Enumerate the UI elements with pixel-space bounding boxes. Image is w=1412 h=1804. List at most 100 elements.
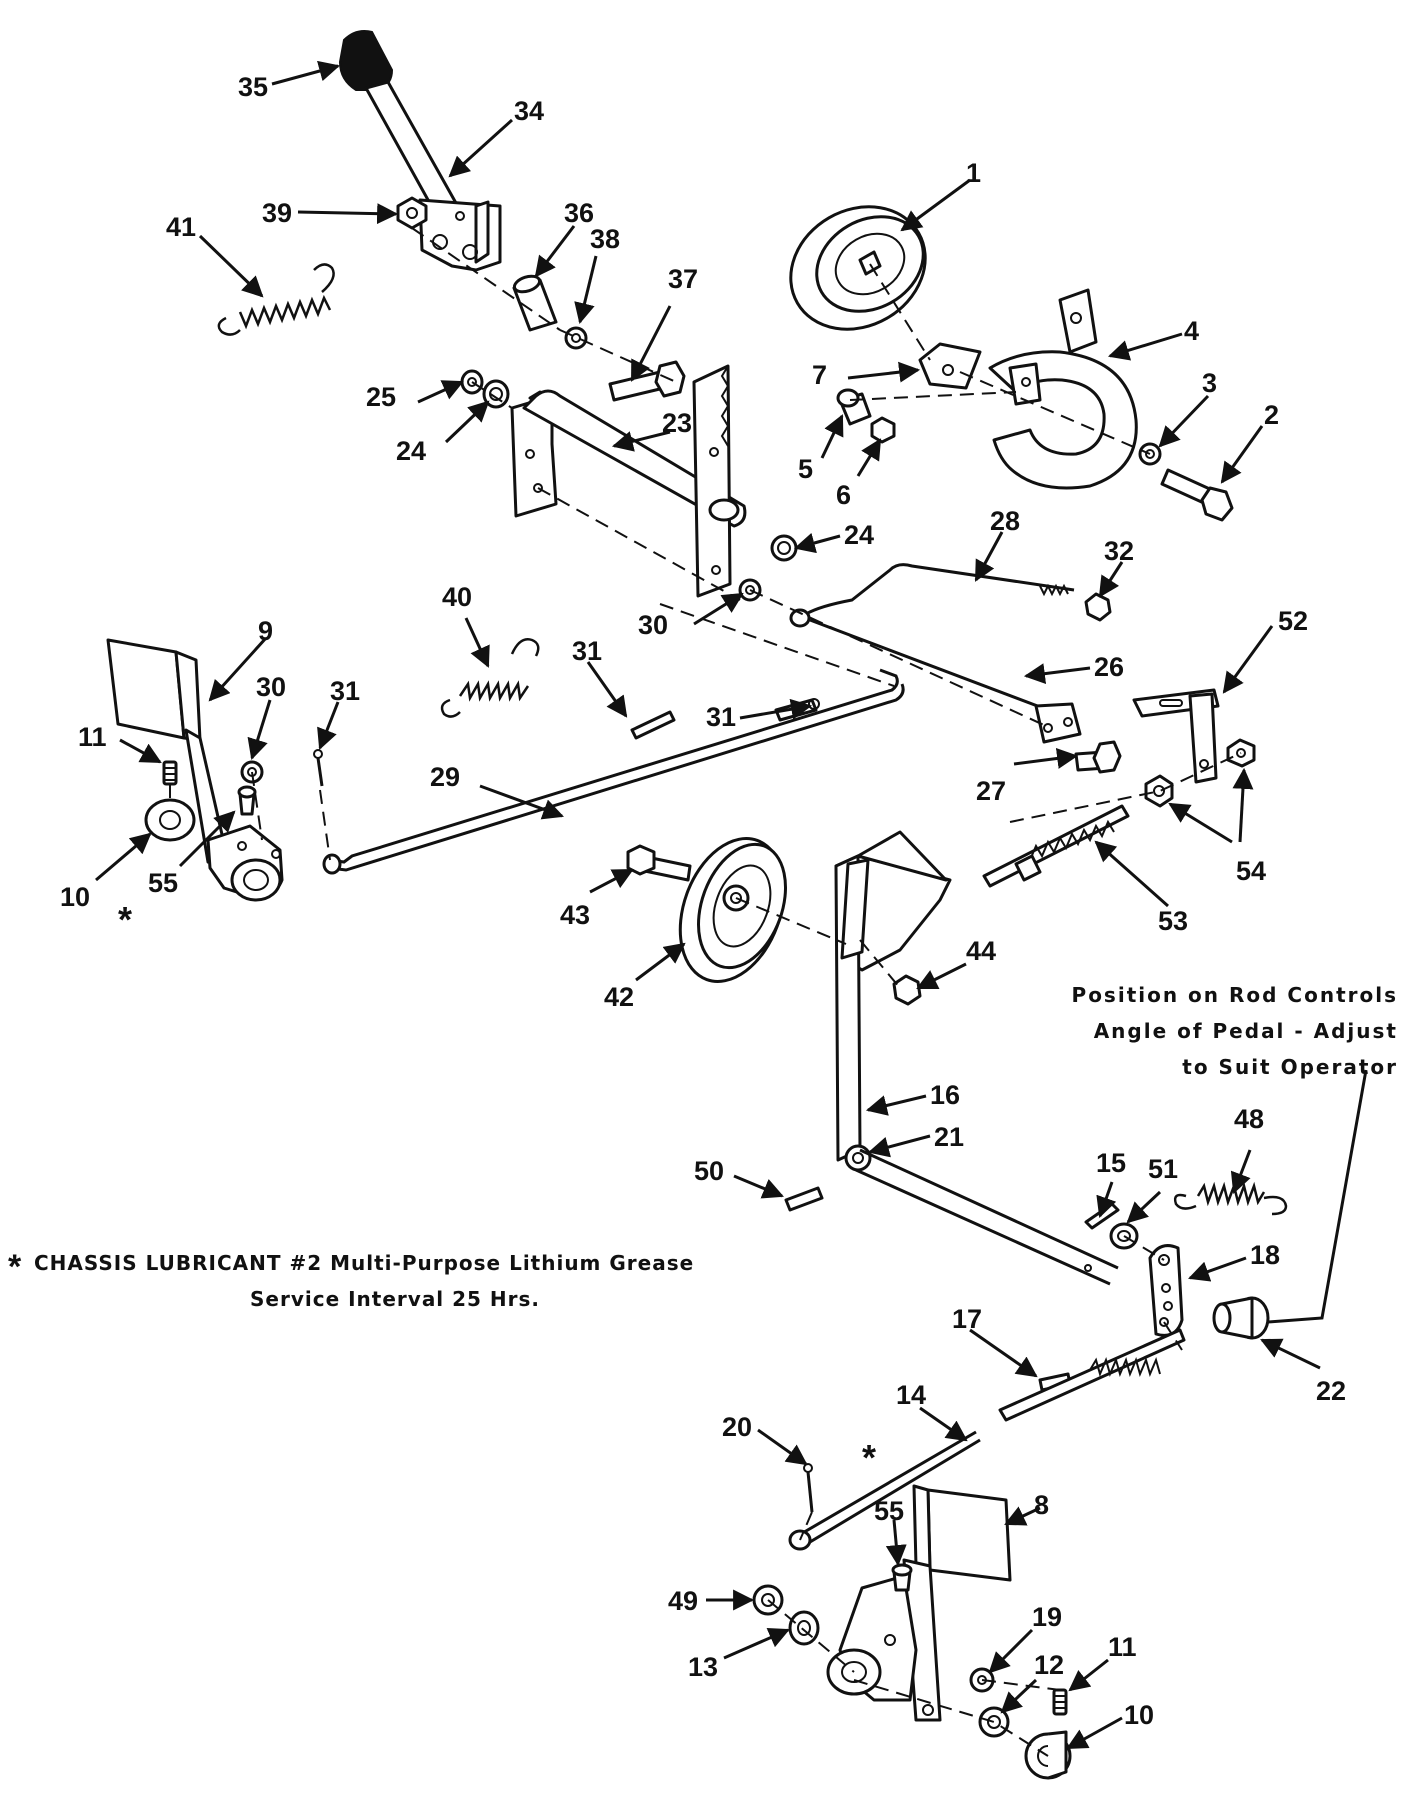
callout-40: 40 bbox=[442, 582, 472, 612]
bushing-24b-part bbox=[770, 534, 798, 562]
callout-9: 9 bbox=[258, 616, 273, 646]
threaded-rod-53-part bbox=[982, 804, 1130, 888]
leader-arrows bbox=[95, 60, 1368, 1750]
callout-53: 53 bbox=[1158, 906, 1188, 936]
lubricant-note: * CHASSIS LUBRICANT #2 Multi-Purpose Lit… bbox=[8, 1248, 693, 1311]
callout-28: 28 bbox=[990, 506, 1020, 536]
callout-21: 21 bbox=[934, 1122, 964, 1152]
arm-18-part bbox=[1148, 1244, 1184, 1337]
nut-32-part bbox=[1084, 592, 1112, 622]
nut-39-part bbox=[396, 196, 428, 230]
pedal-grip-part bbox=[338, 30, 394, 91]
bolt-27-part bbox=[1074, 740, 1122, 774]
callout-42: 42 bbox=[604, 982, 634, 1012]
callout-23: 23 bbox=[662, 408, 692, 438]
callout-5: 5 bbox=[798, 454, 813, 484]
callout-24-top: 24 bbox=[396, 436, 426, 466]
callout-44: 44 bbox=[966, 936, 996, 966]
callout-24-bottom: 24 bbox=[844, 520, 874, 550]
collar-10b-part bbox=[1024, 1730, 1072, 1780]
callout-31-right: 31 bbox=[706, 702, 736, 732]
idler-arm-16-part bbox=[834, 830, 952, 1162]
position-note-line2: Angle of Pedal - Adjust bbox=[1094, 1019, 1398, 1043]
pedal-shaft-23-part bbox=[510, 364, 747, 598]
collar-10a-part bbox=[144, 798, 196, 842]
callout-22: 22 bbox=[1316, 1376, 1346, 1406]
callout-31-left: 31 bbox=[330, 676, 360, 706]
callout-30-left: 30 bbox=[256, 672, 286, 702]
callout-54: 54 bbox=[1236, 856, 1266, 886]
callout-36: 36 bbox=[564, 198, 594, 228]
callout-14: 14 bbox=[896, 1380, 926, 1410]
callout-51: 51 bbox=[1148, 1154, 1178, 1184]
callout-1: 1 bbox=[966, 158, 981, 188]
nut-6-part bbox=[870, 416, 896, 444]
callout-55-left: 55 bbox=[148, 868, 178, 898]
lubricant-note-line2: Service Interval 25 Hrs. bbox=[250, 1287, 540, 1311]
callout-20: 20 bbox=[722, 1412, 752, 1442]
rod-14-part bbox=[788, 1328, 1186, 1551]
callout-7: 7 bbox=[812, 360, 827, 390]
pin-31a-part bbox=[630, 710, 676, 740]
pedal-9-part bbox=[106, 638, 284, 902]
callout-labels: 35 34 39 41 36 38 37 1 4 3 2 7 5 6 25 24… bbox=[60, 72, 1346, 1730]
callout-50: 50 bbox=[694, 1156, 724, 1186]
callout-49: 49 bbox=[668, 1586, 698, 1616]
collar-22-part bbox=[1212, 1296, 1270, 1340]
callout-11-left: 11 bbox=[78, 722, 107, 752]
callout-3: 3 bbox=[1202, 368, 1217, 398]
rod-28-part bbox=[789, 563, 1075, 628]
callout-17: 17 bbox=[952, 1304, 982, 1334]
washer-38-part bbox=[564, 326, 588, 350]
callout-10-bottom: 10 bbox=[1124, 1700, 1154, 1730]
nut-44-part bbox=[892, 974, 922, 1006]
position-note-line1: Position on Rod Controls bbox=[1072, 983, 1398, 1007]
callout-25: 25 bbox=[366, 382, 396, 412]
callout-35: 35 bbox=[238, 72, 268, 102]
callout-30-middle: 30 bbox=[638, 610, 668, 640]
grease-fitting-55a-part bbox=[237, 785, 257, 816]
callout-41: 41 bbox=[166, 212, 196, 242]
shaft-rod-part bbox=[855, 1148, 1119, 1286]
callout-38: 38 bbox=[590, 224, 620, 254]
pin-31c-part bbox=[313, 749, 324, 787]
position-note-line3: to Suit Operator bbox=[1182, 1055, 1398, 1079]
spacer-36-part bbox=[512, 274, 558, 332]
callout-12: 12 bbox=[1034, 1650, 1064, 1680]
pin-20-part bbox=[803, 1463, 814, 1513]
callout-27: 27 bbox=[976, 776, 1006, 806]
callout-37: 37 bbox=[668, 264, 698, 294]
callout-18: 18 bbox=[1250, 1240, 1280, 1270]
bracket-52-part bbox=[1132, 688, 1220, 784]
callout-34: 34 bbox=[514, 96, 544, 126]
nut-54a-part bbox=[1144, 774, 1174, 808]
washer-12-part bbox=[978, 1706, 1010, 1738]
callout-55-bottom: 55 bbox=[874, 1496, 904, 1526]
callout-52: 52 bbox=[1278, 606, 1308, 636]
pulley-42-part bbox=[678, 837, 787, 983]
bolt-43-part bbox=[626, 844, 692, 882]
bracket-7-part bbox=[918, 342, 982, 390]
callout-2: 2 bbox=[1264, 400, 1279, 430]
bolt-2-part bbox=[1160, 468, 1234, 522]
callout-4: 4 bbox=[1184, 316, 1199, 346]
brake-pedal-lever-part bbox=[364, 80, 502, 272]
spacer-21-part bbox=[844, 1144, 872, 1172]
spring-48-part bbox=[1173, 1181, 1288, 1216]
brake-band-4-part bbox=[988, 288, 1138, 490]
set-screw-11b-part bbox=[1052, 1688, 1068, 1716]
spring-40-part bbox=[440, 638, 540, 718]
callout-13: 13 bbox=[688, 1652, 718, 1682]
spring-41-part bbox=[217, 263, 335, 336]
callout-15: 15 bbox=[1096, 1148, 1126, 1178]
callout-6: 6 bbox=[836, 480, 851, 510]
callout-31-middle: 31 bbox=[572, 636, 602, 666]
lubricant-symbol: * bbox=[8, 1248, 22, 1286]
grease-fitting-55b-part bbox=[891, 1563, 913, 1592]
callout-26: 26 bbox=[1094, 652, 1124, 682]
star-bottom: * bbox=[862, 1437, 876, 1478]
callout-29: 29 bbox=[430, 762, 460, 792]
callout-10-left: 10 bbox=[60, 882, 90, 912]
position-note: Position on Rod Controls Angle of Pedal … bbox=[1072, 983, 1398, 1079]
